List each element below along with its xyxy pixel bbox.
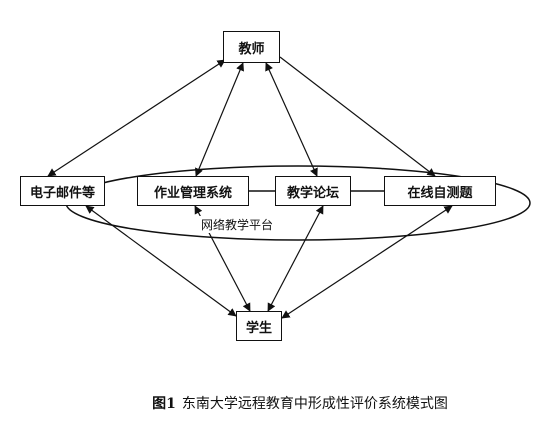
figure-caption: 图1 东南大学远程教育中形成性评价系统模式图 — [70, 393, 530, 413]
node-student: 学生 — [236, 311, 282, 341]
node-email: 电子邮件等 — [20, 176, 105, 206]
node-teacher: 教师 — [223, 31, 280, 63]
caption-text: 东南大学远程教育中形成性评价系统模式图 — [181, 396, 448, 412]
arrow-student-selftest — [281, 205, 453, 319]
arrow-teacher-selftest — [279, 56, 436, 177]
figure-number: 图1 — [152, 396, 176, 412]
arrow-teacher-homework — [195, 62, 244, 177]
arrow-teacher-email — [47, 59, 226, 177]
platform-label: 网络教学平台 — [175, 216, 299, 233]
arrow-teacher-forum — [265, 62, 318, 177]
node-homework-system: 作业管理系统 — [137, 176, 249, 206]
node-teaching-forum: 教学论坛 — [275, 176, 351, 206]
node-online-self-test: 在线自测题 — [384, 176, 496, 206]
